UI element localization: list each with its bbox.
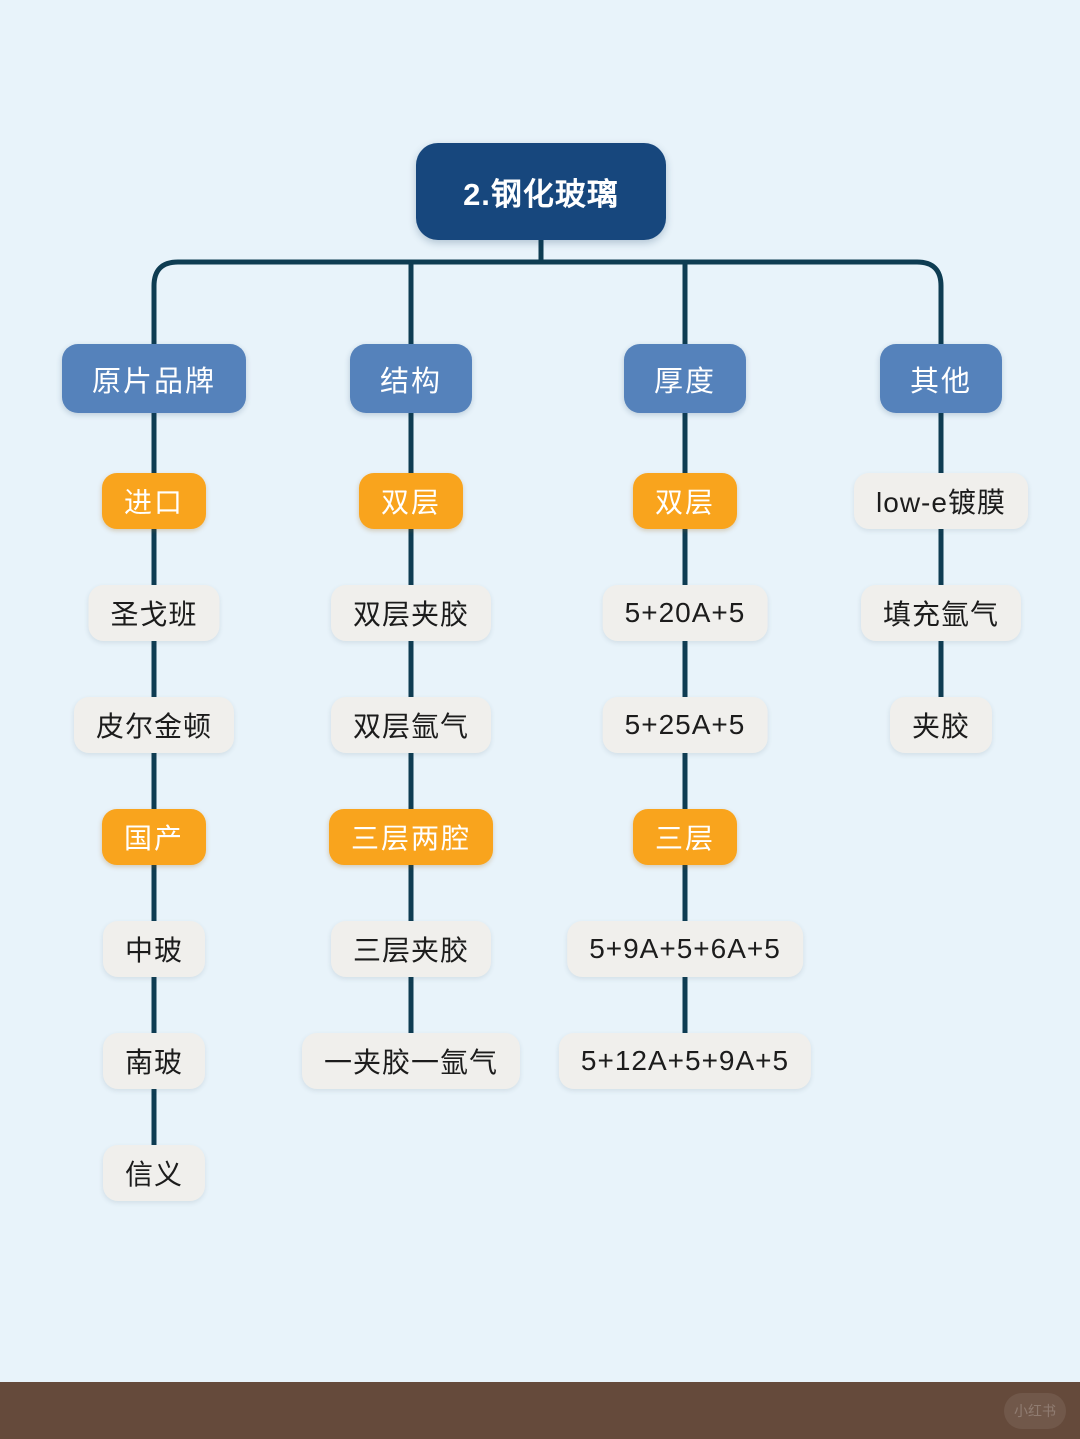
leaf-node: 5+12A+5+9A+5 bbox=[558, 1033, 812, 1089]
leaf-node: 5+9A+5+6A+5 bbox=[567, 921, 803, 977]
leaf-node: 中玻 bbox=[102, 921, 206, 977]
leaf-node: low-e镀膜 bbox=[854, 473, 1028, 529]
watermark-badge: 小红书 bbox=[1004, 1392, 1066, 1429]
branch-header: 厚度 bbox=[623, 344, 747, 413]
branch-header: 原片品牌 bbox=[61, 344, 247, 413]
leaf-node: 一夹胶一氩气 bbox=[301, 1033, 521, 1089]
category-node: 双层 bbox=[632, 473, 738, 529]
leaf-node: 双层夹胶 bbox=[330, 585, 492, 641]
category-node: 进口 bbox=[101, 473, 207, 529]
category-node: 三层 bbox=[632, 809, 738, 865]
footer-bar: 小红书 bbox=[0, 1382, 1080, 1439]
leaf-node: 双层氩气 bbox=[330, 697, 492, 753]
leaf-node: 填充氩气 bbox=[860, 585, 1022, 641]
leaf-node: 5+25A+5 bbox=[602, 697, 768, 753]
leaf-node: 信义 bbox=[102, 1145, 206, 1201]
category-node: 双层 bbox=[358, 473, 464, 529]
leaf-node: 南玻 bbox=[102, 1033, 206, 1089]
category-node: 国产 bbox=[101, 809, 207, 865]
branch-header: 结构 bbox=[349, 344, 473, 413]
leaf-node: 夹胶 bbox=[889, 697, 993, 753]
leaf-node: 圣戈班 bbox=[88, 585, 220, 641]
branch-header: 其他 bbox=[879, 344, 1003, 413]
leaf-node: 皮尔金顿 bbox=[73, 697, 235, 753]
root-node: 2.钢化玻璃 bbox=[416, 143, 666, 240]
leaf-node: 5+20A+5 bbox=[602, 585, 768, 641]
leaf-node: 三层夹胶 bbox=[330, 921, 492, 977]
category-node: 三层两腔 bbox=[328, 809, 494, 865]
